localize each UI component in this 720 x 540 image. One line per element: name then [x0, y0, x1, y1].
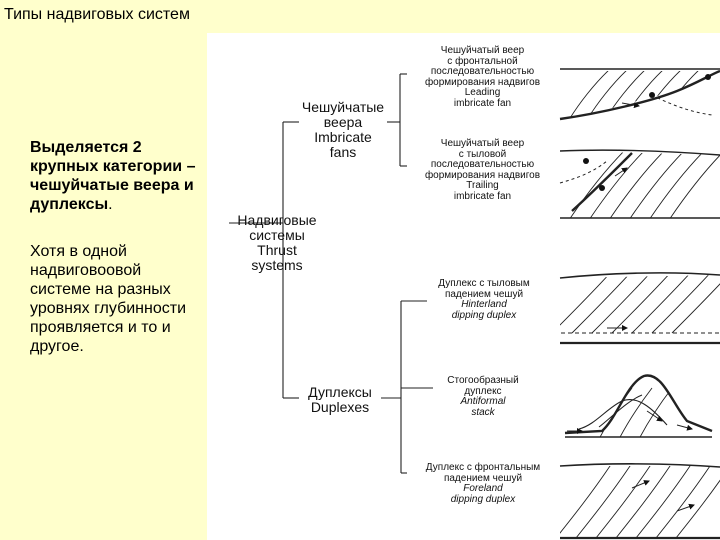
fans-label-ru1: Чешуйчатые	[301, 99, 385, 115]
leading-fan-sketch	[559, 68, 720, 121]
leading-fan-ru3: последовательностью	[430, 66, 535, 77]
fans-label: Чешуйчатые веера Imbricate fans	[297, 100, 389, 160]
antiformal-stack-en2: stack	[471, 406, 495, 418]
leading-fan-ru1: Чешуйчатый веер	[440, 45, 525, 56]
trailing-fan-en2: imbricate fan	[453, 190, 512, 202]
figure-drawing	[229, 68, 720, 540]
trailing-fan-ru1: Чешуйчатый веер	[440, 138, 525, 149]
bold-paragraph-period: .	[108, 196, 113, 213]
trailing-fan-label: Чешуйчатый веер с тыловой последовательн…	[405, 138, 560, 202]
hinterland-duplex-sketch	[559, 272, 720, 345]
antiformal-stack-sketch	[564, 374, 713, 438]
slide-title: Типы надвиговых систем	[4, 6, 190, 23]
antiformal-stack-label: Стогообразный дуплекс Antiformal stack	[429, 375, 537, 418]
bold-paragraph-text: Выделяется 2 крупных категории – чешуйча…	[30, 139, 196, 213]
hinterland-duplex-en2: dipping duplex	[451, 309, 517, 321]
fans-label-en1: Imbricate	[314, 129, 372, 145]
root-label-en2: systems	[251, 257, 303, 273]
duplexes-label: Дуплексы Duplexes	[299, 385, 381, 415]
leading-fan-label: Чешуйчатый веер с фронтальной последоват…	[405, 45, 560, 109]
leading-fan-ru4: формирования надвигов	[424, 76, 541, 88]
foreland-duplex-label: Дуплекс с фронтальным падением чешуй For…	[408, 462, 558, 505]
duplexes-label-ru: Дуплексы	[308, 384, 372, 400]
trailing-fan-ru2: с тыловой	[458, 148, 507, 160]
root-label: Надвиговые системы Thrust systems	[232, 213, 322, 273]
hinterland-duplex-ru1: Дуплекс с тыловым	[438, 278, 530, 289]
fans-label-en2: fans	[329, 144, 357, 160]
root-label-ru1: Надвиговые	[237, 212, 317, 228]
tree-connectors	[229, 73, 433, 474]
root-label-ru2: системы	[249, 227, 305, 243]
foreland-duplex-ru1: Дуплекс с фронтальным	[425, 462, 541, 473]
fans-label-ru2: веера	[323, 114, 363, 130]
plain-paragraph: Хотя в одной надвиговоовой системе на ра…	[30, 243, 186, 355]
foreland-duplex-ru2: падением чешуй	[443, 472, 523, 484]
bold-paragraph: Выделяется 2 крупных категории – чешуйча…	[30, 138, 205, 214]
hinterland-duplex-label: Дуплекс с тыловым падением чешуй Hinterl…	[419, 278, 549, 321]
leading-fan-en2: imbricate fan	[453, 97, 512, 109]
text-panel: Выделяется 2 крупных категории – чешуйча…	[30, 138, 205, 356]
trailing-fan-sketch	[559, 149, 720, 219]
duplexes-label-en: Duplexes	[310, 399, 370, 415]
hinterland-duplex-ru2: падением чешуй	[444, 288, 524, 300]
thrust-systems-figure: Надвиговые системы Thrust systems Чешуйч…	[207, 33, 720, 540]
leading-fan-ru2: с фронтальной	[447, 55, 518, 67]
antiformal-stack-ru1: Стогообразный	[447, 375, 519, 386]
foreland-duplex-en1: Foreland	[463, 483, 503, 494]
antiformal-stack-en1: Antiformal	[460, 396, 506, 407]
root-label-en1: Thrust	[257, 242, 297, 258]
trailing-fan-ru3: последовательностью	[430, 159, 535, 170]
foreland-duplex-en2: dipping duplex	[450, 493, 516, 505]
foreland-duplex-sketch	[559, 463, 720, 540]
trailing-fan-ru4: формирования надвигов	[424, 169, 541, 181]
leading-fan-en1: Leading	[464, 87, 501, 98]
antiformal-stack-ru2: дуплекс	[464, 385, 502, 397]
trailing-fan-en1: Trailing	[466, 180, 499, 191]
hinterland-duplex-en1: Hinterland	[461, 299, 507, 310]
